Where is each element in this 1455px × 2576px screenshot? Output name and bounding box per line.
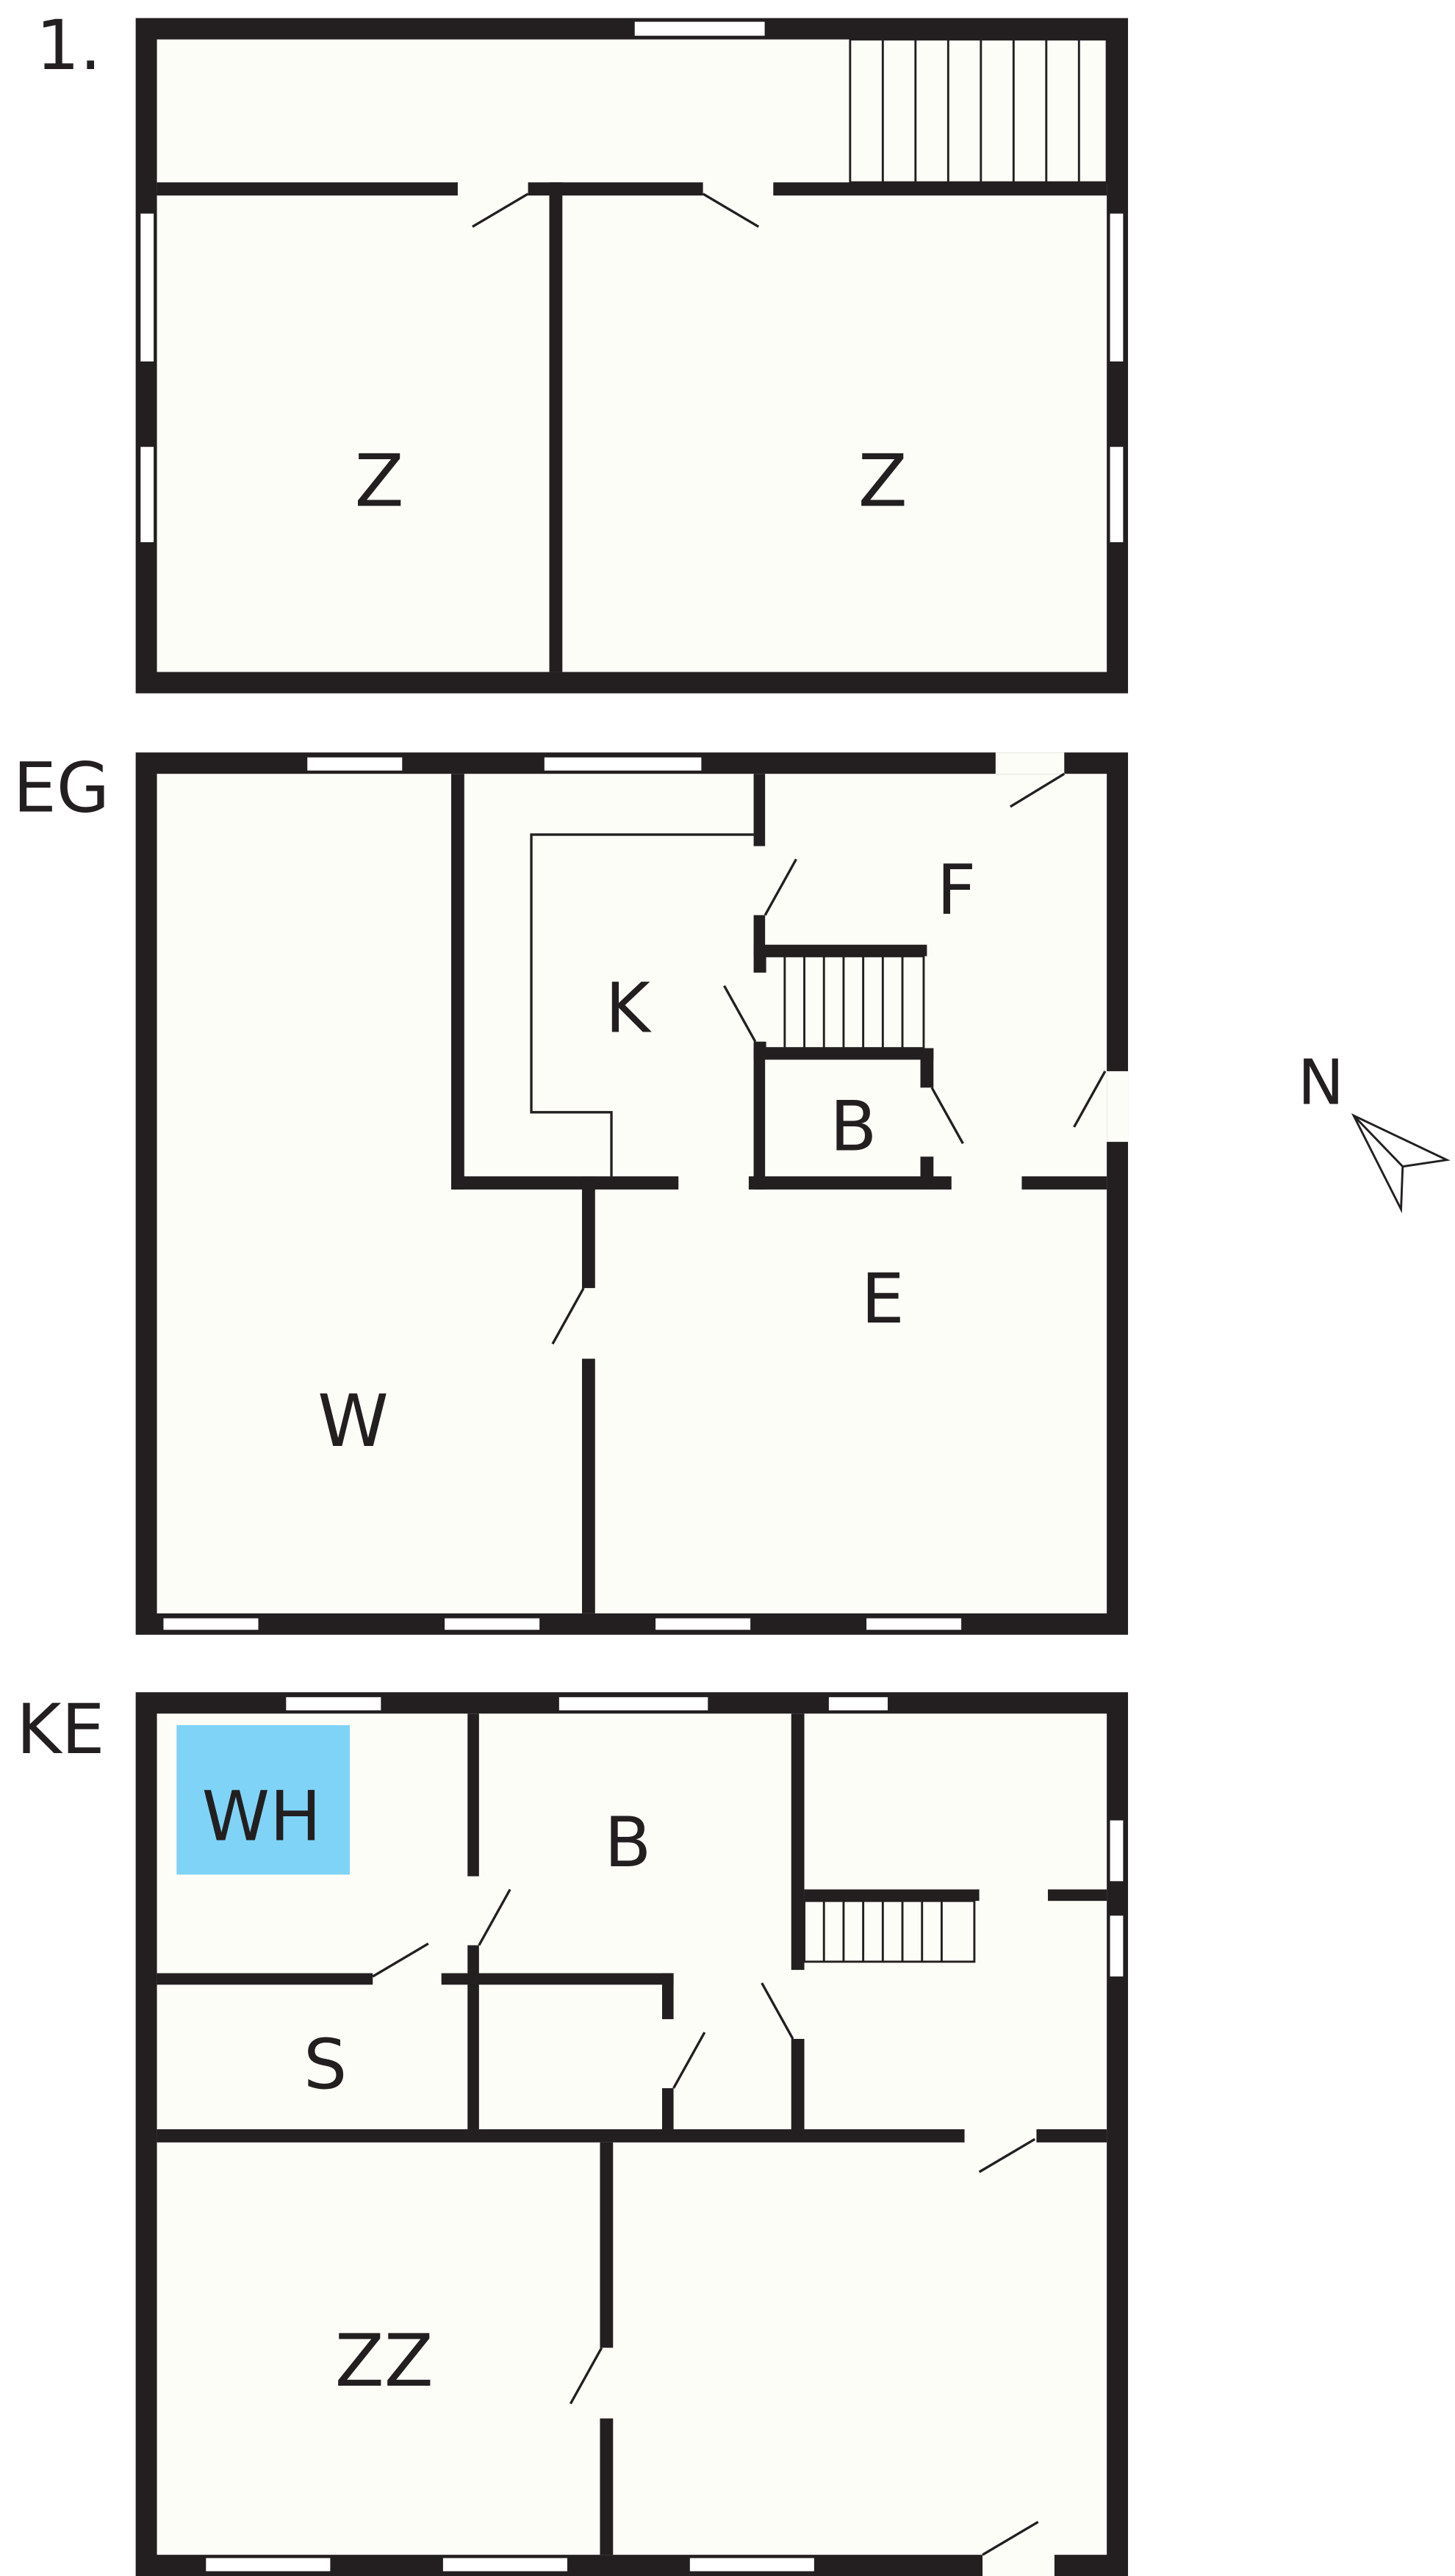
room-label-f: F [937,850,977,930]
room-label-b-ke: B [604,1803,651,1883]
floor-1-plan [135,18,1129,694]
room-label-e: E [861,1259,905,1339]
room-label-z-left: Z [355,439,404,523]
stairs-icon [803,1899,976,1963]
floor-eg-plan [135,752,1129,1635]
room-label-z-right: Z [858,439,908,523]
floor-label-eg: EG [13,748,109,828]
stairs-icon [849,38,1108,184]
room-label-w: W [317,1380,389,1464]
kitchen-counter [530,833,754,1177]
floor-label-1: 1. [36,6,101,86]
floor-ke-plan [135,1692,1129,2576]
room-label-s: S [303,2025,347,2105]
room-label-zz: ZZ [335,2320,434,2403]
floor-label-ke: KE [16,1690,104,1770]
compass-label: N [1298,1046,1344,1118]
room-label-wh: WH [202,1777,322,1857]
room-label-k: K [606,968,653,1048]
wh-room-highlight [176,1724,351,1875]
room-label-b-eg: B [830,1087,877,1167]
north-arrow-icon [1351,1113,1451,1214]
